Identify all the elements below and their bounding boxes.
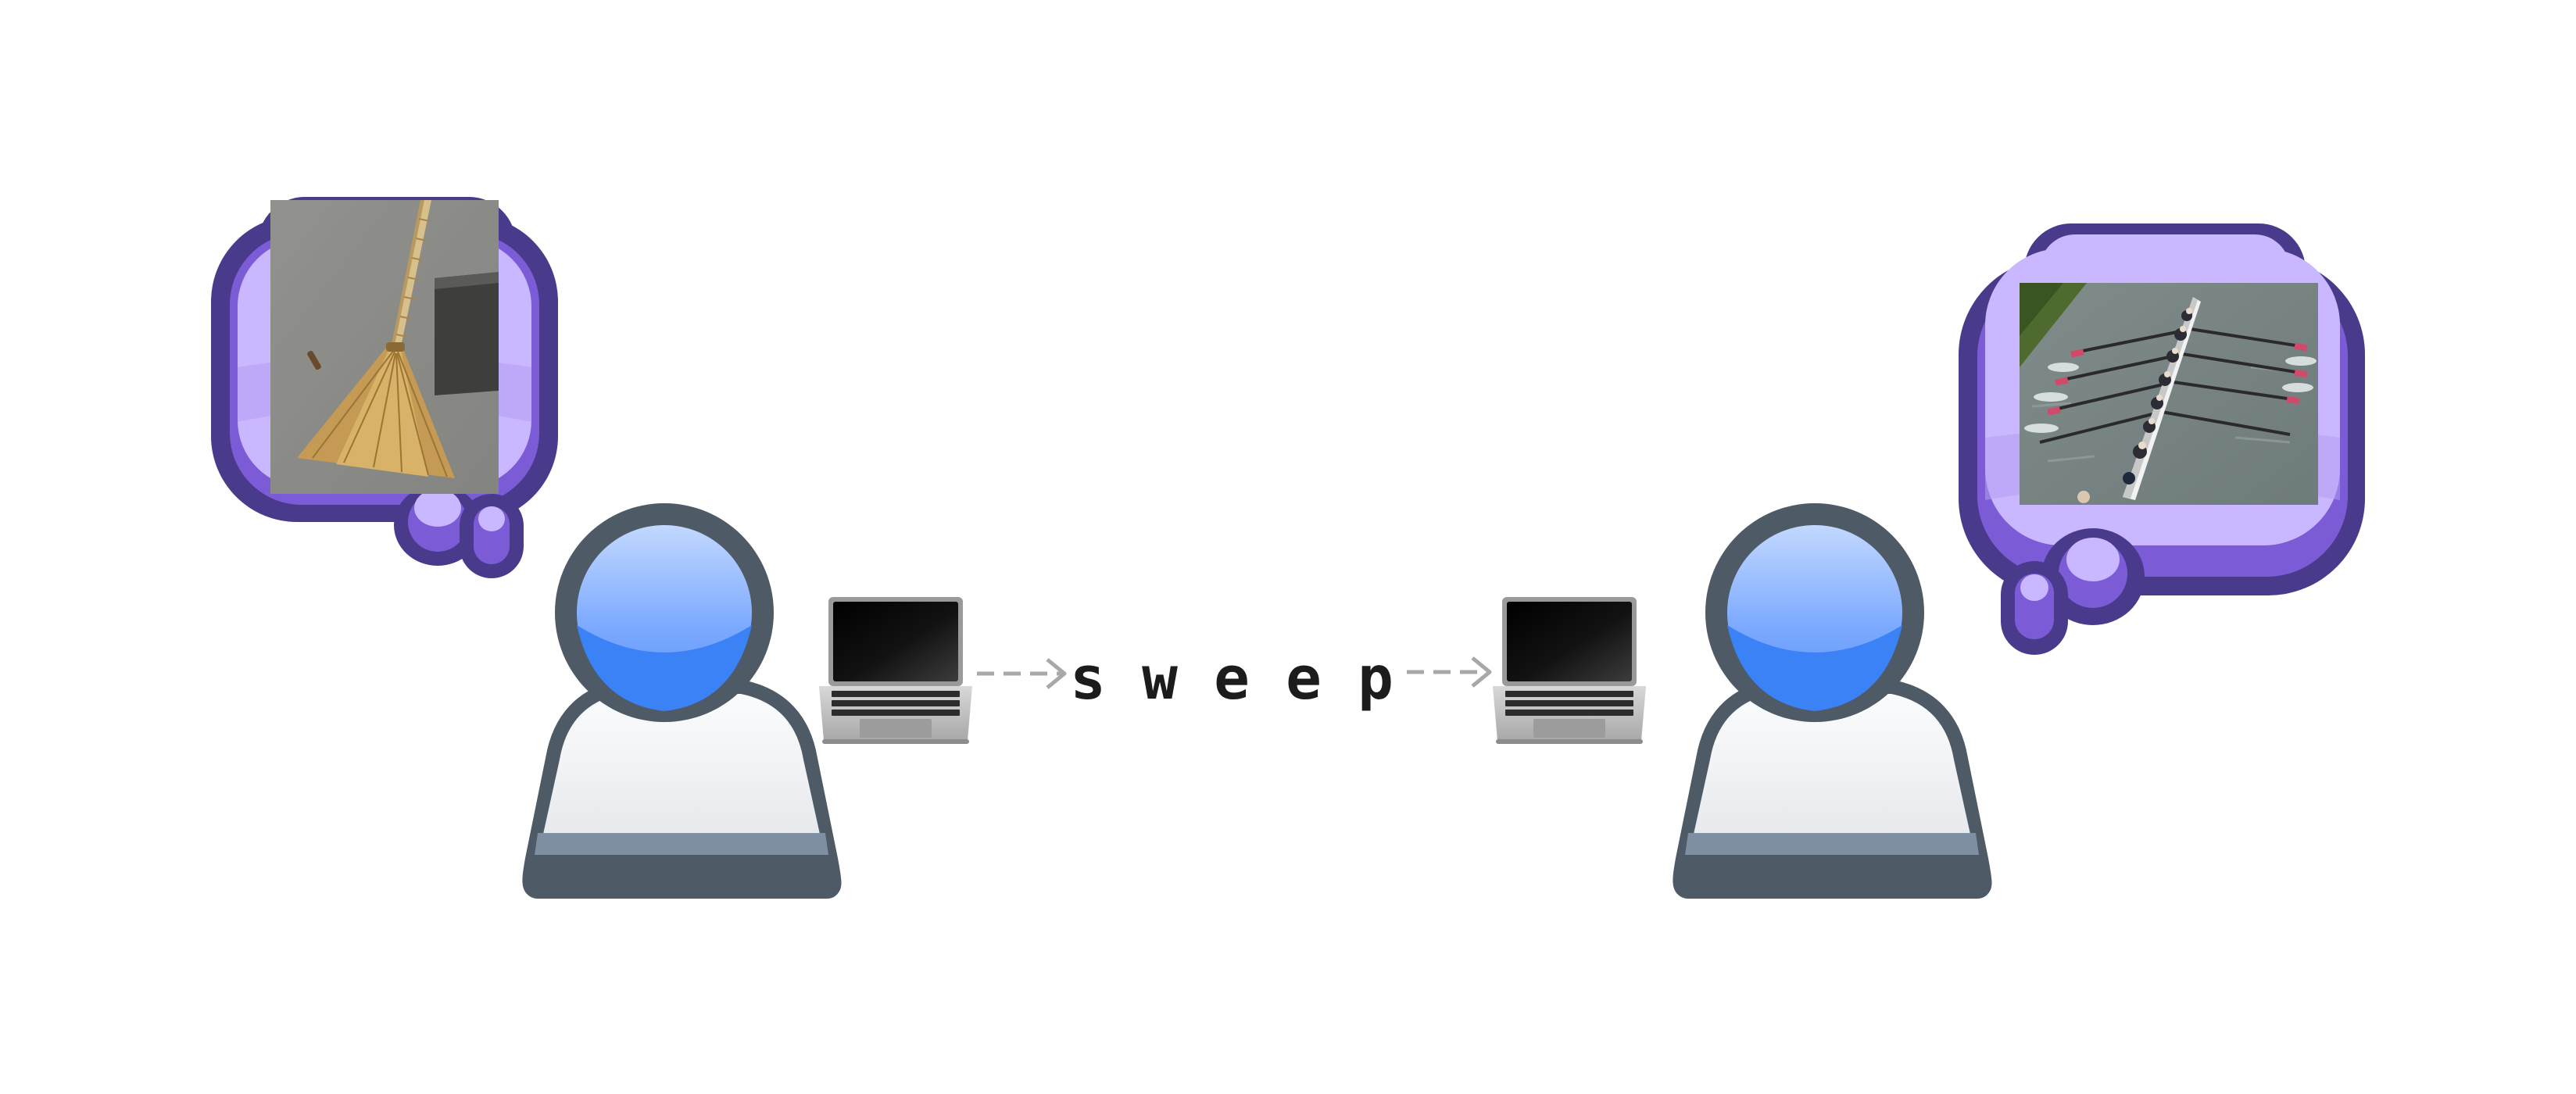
dashed-arrow-icon (1407, 656, 1492, 688)
laptop-icon (819, 597, 972, 744)
laptop-right (1493, 597, 1646, 744)
message-letter: w (1142, 643, 1178, 713)
dashed-arrow-icon (977, 658, 1067, 689)
person-icon (1673, 503, 1992, 899)
person-left (522, 503, 842, 899)
person-icon (522, 503, 842, 899)
thought-cloud-right (1959, 223, 2365, 655)
thought-cloud-left (211, 197, 558, 578)
message-letter: p (1358, 643, 1394, 713)
broom-image (270, 200, 499, 494)
message-letter: e (1214, 643, 1250, 713)
message-word: s w e e p (1070, 643, 1394, 713)
message-letter: e (1286, 643, 1322, 713)
rowing-boat-image (2020, 283, 2318, 505)
message-letter: s (1070, 643, 1106, 713)
laptop-left (819, 597, 972, 744)
laptop-icon (1493, 597, 1646, 744)
person-right (1673, 503, 1992, 899)
